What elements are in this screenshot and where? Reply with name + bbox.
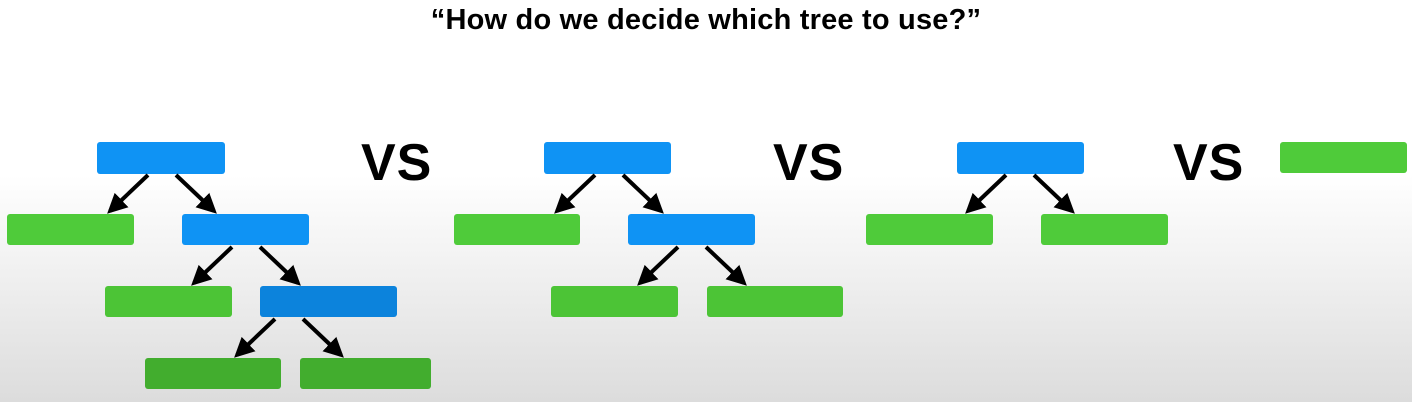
tree-1 bbox=[7, 142, 431, 389]
tree2-decision-node-2 bbox=[628, 214, 755, 245]
tree1-arrow-node2-right bbox=[258, 245, 301, 286]
tree2-leaf-2 bbox=[551, 286, 678, 317]
vs-label-2: VS bbox=[773, 134, 845, 192]
tree-2 bbox=[454, 142, 843, 317]
tree1-arrow-root-right bbox=[174, 173, 217, 214]
tree2-arrow-node2-left bbox=[637, 245, 680, 286]
tree1-arrow-node3-right bbox=[301, 317, 344, 358]
vs-label-1: VS bbox=[361, 134, 433, 192]
tree1-arrow-root-left bbox=[107, 173, 150, 214]
tree1-leaf-4 bbox=[300, 358, 431, 389]
tree2-arrow-root-right bbox=[621, 173, 664, 214]
tree1-root-decision-node bbox=[97, 142, 225, 174]
tree2-root-decision-node bbox=[544, 142, 671, 174]
tree3-arrow-root-left bbox=[965, 173, 1008, 214]
tree2-leaf-1 bbox=[454, 214, 580, 245]
tree1-decision-node-3 bbox=[260, 286, 397, 317]
tree1-leaf-1 bbox=[7, 214, 134, 245]
tree3-root-decision-node bbox=[957, 142, 1084, 174]
tree2-leaf-3 bbox=[707, 286, 843, 317]
tree3-arrow-root-right bbox=[1032, 173, 1075, 214]
tree1-arrow-node2-left bbox=[191, 245, 234, 286]
page-title: “How do we decide which tree to use?” bbox=[430, 4, 982, 36]
tree1-leaf-3 bbox=[145, 358, 281, 389]
tree-3 bbox=[866, 142, 1168, 245]
tree-4-single-leaf bbox=[1280, 142, 1407, 173]
tree2-arrow-node2-right bbox=[704, 245, 747, 286]
tree2-arrow-root-left bbox=[554, 173, 597, 214]
tree1-leaf-2 bbox=[105, 286, 232, 317]
tree3-leaf-1 bbox=[866, 214, 993, 245]
vs-label-3: VS bbox=[1173, 134, 1245, 192]
single-leaf-node bbox=[1280, 142, 1407, 173]
tree1-arrow-node3-left bbox=[234, 317, 277, 358]
tree1-decision-node-2 bbox=[182, 214, 309, 245]
tree3-leaf-2 bbox=[1041, 214, 1168, 245]
